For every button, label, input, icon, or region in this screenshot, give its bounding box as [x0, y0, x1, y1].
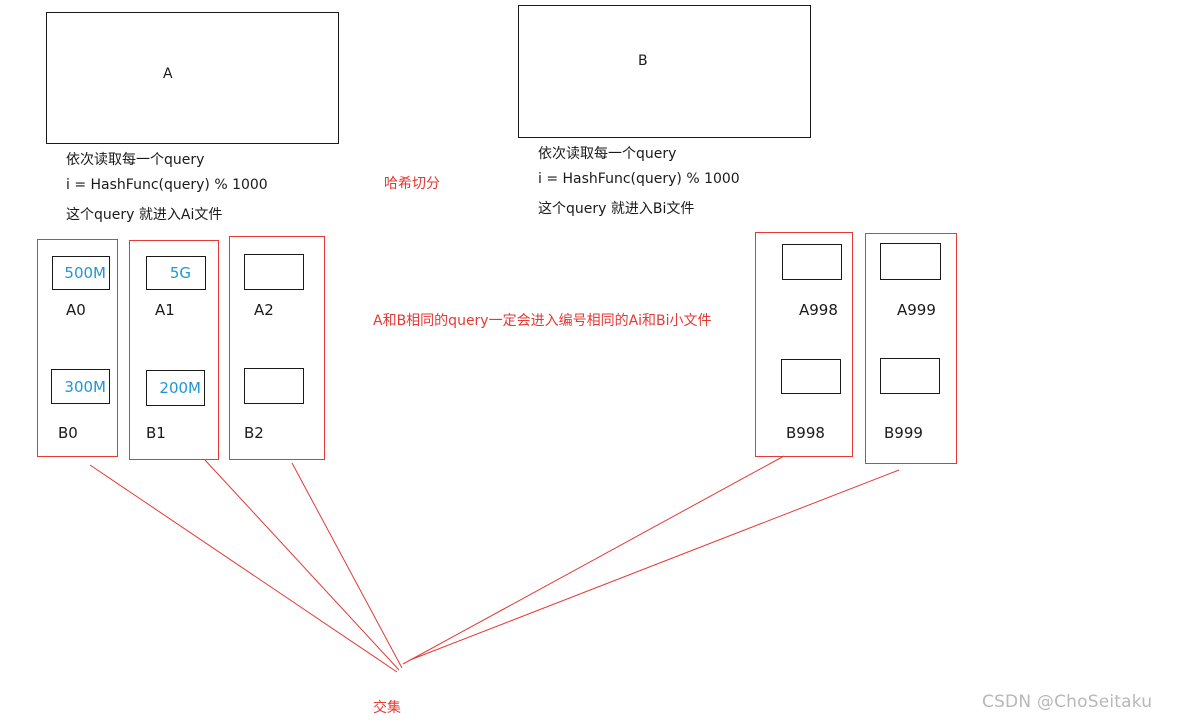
file-a-label: A: [163, 66, 173, 82]
file-b-label: B: [638, 53, 648, 69]
bucket-group-2: [229, 236, 325, 460]
file-label-a1: A1: [155, 301, 175, 319]
same-query-note: A和B相同的query一定会进入编号相同的Ai和Bi小文件: [373, 313, 712, 329]
file-box-a999: [880, 243, 941, 280]
bucket-group-1: [129, 240, 219, 460]
bucket-group-998: [755, 232, 853, 457]
size-label-a1: 5G: [169, 264, 191, 282]
file-box-b998: [781, 359, 841, 394]
intersection-label: 交集: [373, 700, 401, 716]
line-from-group-1: [204, 459, 400, 671]
file-box-a1: 5G: [146, 256, 206, 290]
file-label-a2: A2: [254, 301, 274, 319]
line-from-group-2: [291, 462, 403, 669]
file-label-b2: B2: [244, 424, 264, 442]
size-label-a0: 500M: [64, 264, 106, 282]
file-label-a999: A999: [897, 301, 936, 319]
notes-a-line2: i = HashFunc(query) % 1000: [66, 177, 268, 193]
size-label-b1: 200M: [159, 379, 201, 397]
line-from-group-999: [409, 469, 900, 661]
file-box-a2: [244, 254, 304, 290]
line-from-group-998: [402, 455, 785, 665]
file-box-b999: [880, 358, 940, 394]
file-box-a998: [782, 244, 842, 280]
hash-split-label: 哈希切分: [384, 176, 440, 192]
file-a-box: A: [46, 12, 339, 144]
file-label-b1: B1: [146, 424, 166, 442]
bucket-group-0: [37, 239, 118, 457]
notes-b-line3: 这个query 就进入Bi文件: [538, 201, 695, 217]
file-label-b999: B999: [884, 424, 923, 442]
file-box-b1: 200M: [146, 370, 205, 406]
file-box-a0: 500M: [52, 256, 110, 290]
notes-a-line3: 这个query 就进入Ai文件: [66, 207, 223, 223]
watermark: CSDN @ChoSeitaku: [982, 692, 1153, 712]
notes-b-line1: 依次读取每一个query: [538, 146, 677, 162]
file-label-b0: B0: [58, 424, 78, 442]
file-b-box: B: [518, 5, 811, 138]
notes-b-line2: i = HashFunc(query) % 1000: [538, 171, 740, 187]
file-label-a998: A998: [799, 301, 838, 319]
file-box-b0: 300M: [51, 369, 110, 404]
line-from-group-0: [89, 464, 398, 673]
file-label-b998: B998: [786, 424, 825, 442]
file-label-a0: A0: [66, 301, 86, 319]
notes-a-line1: 依次读取每一个query: [66, 152, 205, 168]
bucket-group-999: [865, 233, 957, 464]
file-box-b2: [244, 368, 304, 404]
size-label-b0: 300M: [64, 377, 106, 396]
